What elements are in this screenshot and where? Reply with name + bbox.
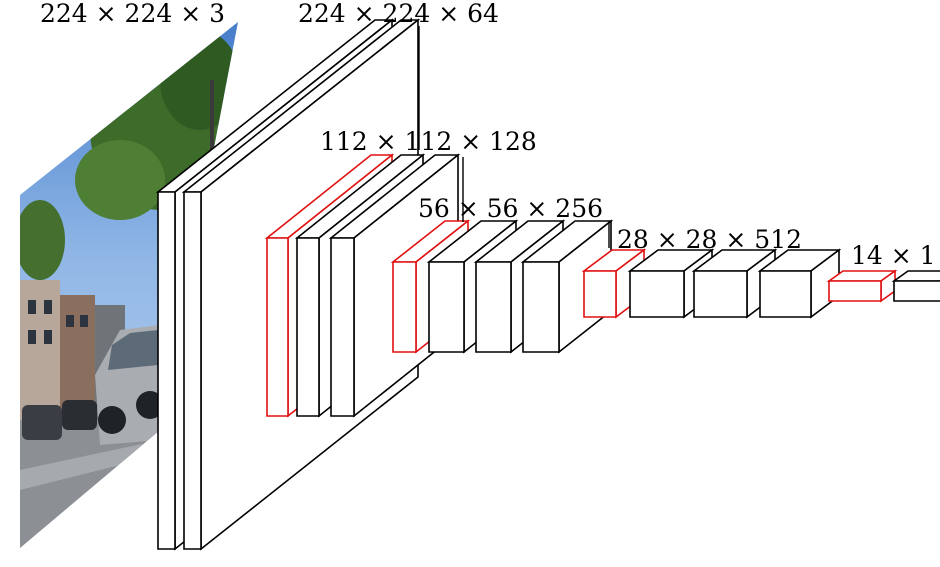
- top-face: [894, 271, 940, 281]
- front-face: [694, 271, 747, 317]
- front-face: [829, 281, 881, 301]
- block2-dims-label: 112 × 112 × 128: [320, 127, 537, 156]
- front-face: [894, 281, 940, 301]
- block5-dims-label: 14 × 1: [851, 241, 936, 270]
- pool-layer-14: [829, 271, 895, 301]
- front-face: [393, 262, 416, 352]
- front-face: [476, 262, 511, 352]
- input-dims-label: 224 × 224 × 3: [40, 0, 225, 28]
- front-face: [297, 238, 319, 416]
- front-face: [331, 238, 354, 416]
- block3-dims-label: 56 × 56 × 256: [418, 194, 603, 223]
- front-face: [630, 271, 684, 317]
- front-face: [523, 262, 559, 352]
- front-face: [429, 262, 464, 352]
- front-face: [584, 271, 616, 317]
- layer-blocks: [158, 20, 940, 549]
- front-face: [158, 192, 175, 549]
- front-face: [267, 238, 288, 416]
- conv-layer-15: [894, 271, 940, 301]
- front-face: [760, 271, 811, 317]
- front-face: [184, 192, 201, 549]
- block4-dims-label: 28 × 28 × 512: [617, 225, 802, 254]
- block1-dims-label: 224 × 224 × 64: [298, 0, 499, 28]
